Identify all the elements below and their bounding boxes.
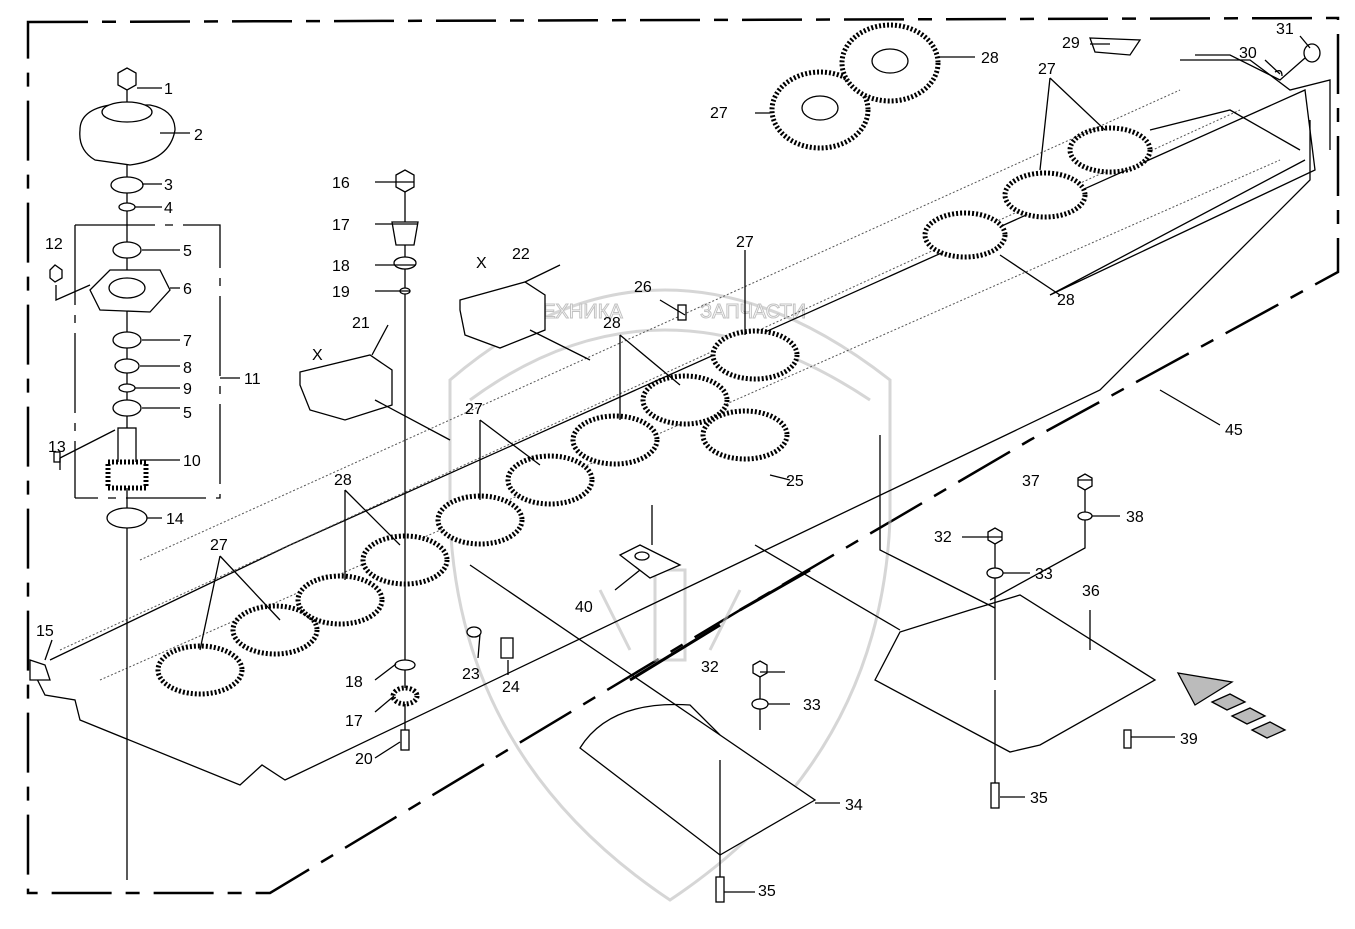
- section-mark: X: [476, 255, 487, 272]
- callout-38: 38: [1126, 509, 1144, 526]
- callout-8: 8: [183, 360, 192, 377]
- callout-36: 36: [1082, 583, 1100, 600]
- callout-23: 23: [462, 666, 480, 683]
- callout-17: 17: [345, 713, 363, 730]
- callout-27: 27: [210, 537, 228, 554]
- callout-30: 30: [1239, 45, 1257, 62]
- leader-lines: [44, 35, 1311, 893]
- callout-29: 29: [1062, 35, 1080, 52]
- drive-shaft-stack: [49, 67, 221, 880]
- callout-26: 26: [634, 279, 652, 296]
- callout-39: 39: [1180, 731, 1198, 748]
- callout-18: 18: [332, 258, 350, 275]
- callout-24: 24: [502, 679, 520, 696]
- callout-27: 27: [1038, 61, 1056, 78]
- callout-33: 33: [803, 697, 821, 714]
- callout-27: 27: [710, 105, 728, 122]
- clip-21: X: [299, 347, 451, 441]
- callout-16: 16: [332, 175, 350, 192]
- watermark-emblem-icon: [598, 568, 742, 662]
- nut-icon: [49, 264, 63, 283]
- callout-12: 12: [45, 236, 63, 253]
- part-40-clip: [618, 505, 682, 579]
- callout-13: 13: [48, 439, 66, 456]
- clip-22: X: [459, 255, 591, 361]
- direction-arrow-icon: [1176, 672, 1287, 739]
- callout-6: 6: [183, 281, 192, 298]
- callout-37: 37: [1022, 473, 1040, 490]
- callout-32: 32: [934, 529, 952, 546]
- callout-31: 31: [1276, 21, 1294, 38]
- callout-5: 5: [183, 243, 192, 260]
- callout-22: 22: [512, 246, 530, 263]
- callout-34: 34: [845, 797, 863, 814]
- callout-2: 2: [194, 127, 203, 144]
- gear-train: [155, 22, 1153, 697]
- callout-27: 27: [736, 234, 754, 251]
- callout-40: 40: [575, 599, 593, 616]
- callout-25: 25: [786, 473, 804, 490]
- fasteners: [29, 37, 1321, 903]
- guard-plates: [469, 435, 1157, 890]
- callout-5: 5: [183, 405, 192, 422]
- callout-15: 15: [36, 623, 54, 640]
- callout-3: 3: [164, 177, 173, 194]
- callout-4: 4: [164, 200, 173, 217]
- center-shaft-stack: [390, 169, 420, 751]
- callout-18: 18: [345, 674, 363, 691]
- nut-icon: [987, 527, 1003, 545]
- nut-icon: [752, 660, 768, 678]
- callout-35: 35: [758, 883, 776, 900]
- callout-33: 33: [1035, 566, 1053, 583]
- callout-20: 20: [355, 751, 373, 768]
- assembly-boundary: [26, 16, 1340, 895]
- nut-icon: [1077, 473, 1093, 491]
- callout-27: 27: [465, 401, 483, 418]
- callout-1: 1: [164, 81, 173, 98]
- callout-28: 28: [603, 315, 621, 332]
- callout-11: 11: [244, 371, 261, 388]
- watermark-text-right: ЗАПЧАСТИ: [700, 301, 806, 323]
- watermark: ТЕХНИКА ЗАПЧАСТИ: [448, 288, 892, 902]
- nut-icon: [395, 169, 415, 193]
- callout-21: 21: [352, 315, 370, 332]
- callout-28: 28: [1057, 292, 1075, 309]
- callout-10: 10: [183, 453, 201, 470]
- callout-9: 9: [183, 381, 192, 398]
- callout-14: 14: [166, 511, 184, 528]
- callout-28: 28: [981, 50, 999, 67]
- section-mark: X: [312, 347, 323, 364]
- callout-labels: 1 2 3 4 5 5 6 7 8 9 10 11 12 13 14 15 16…: [36, 21, 1294, 900]
- callout-35: 35: [1030, 790, 1048, 807]
- callout-32: 32: [701, 659, 719, 676]
- callout-7: 7: [183, 333, 192, 350]
- callout-45: 45: [1225, 422, 1243, 439]
- callout-28: 28: [334, 472, 352, 489]
- nut-icon: [117, 67, 137, 91]
- callout-19: 19: [332, 284, 350, 301]
- callout-17: 17: [332, 217, 350, 234]
- watermark-text-left: ТЕХНИКА: [530, 301, 623, 323]
